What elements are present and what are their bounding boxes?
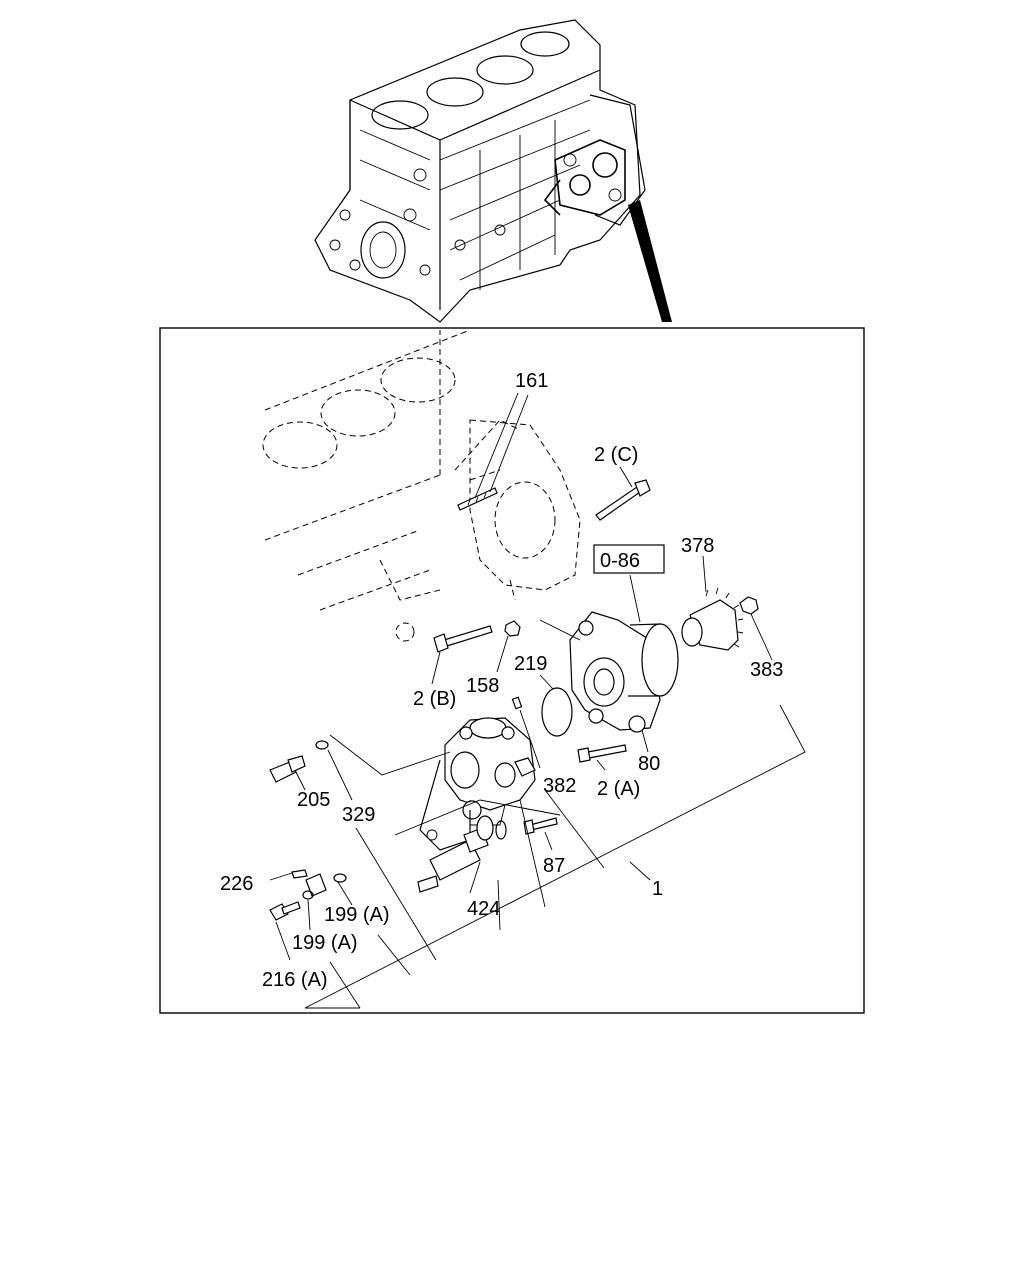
key-382 (511, 696, 523, 710)
label-205: 205 (297, 789, 330, 811)
engine-block-overview (314, 19, 672, 323)
label-2a: 2 (A) (597, 778, 640, 800)
label-87: 87 (543, 855, 565, 877)
label-378: 378 (681, 535, 714, 557)
label-424: 424 (467, 898, 500, 920)
bolt-2a (577, 744, 627, 763)
label-382: 382 (543, 775, 576, 797)
label-199a-upper: 199 (A) (324, 904, 390, 926)
pump-flange (569, 611, 679, 733)
injection-pump-body (419, 717, 536, 851)
oring-219 (541, 687, 573, 737)
sensor-205 (269, 755, 306, 783)
gear-378 (681, 587, 744, 651)
label-216a: 216 (A) (262, 969, 328, 991)
fittings-226-199-216 (269, 869, 347, 921)
label-1: 1 (652, 878, 663, 900)
stud-161 (457, 487, 498, 511)
label-80: 80 (638, 753, 660, 775)
label-199a-lower: 199 (A) (292, 932, 358, 954)
label-161: 161 (515, 370, 548, 392)
callout-labels: 161 2 (C) 0-86 378 219 158 2 (B) 383 80 … (220, 370, 783, 991)
label-329: 329 (342, 804, 375, 826)
label-158: 158 (466, 675, 499, 697)
label-226: 226 (220, 873, 253, 895)
label-0-86: 0-86 (600, 550, 640, 572)
engine-block-detail (262, 329, 581, 642)
bolt-2b (433, 625, 493, 653)
bolt-2c (595, 479, 651, 521)
oring-329 (315, 740, 329, 750)
leader-lines (269, 392, 806, 1009)
ref-box-0-86 (593, 544, 665, 574)
detail-frame (159, 327, 865, 1014)
valve-424 (417, 815, 507, 893)
nut-158 (504, 620, 521, 637)
label-2b: 2 (B) (413, 688, 456, 710)
label-2c: 2 (C) (594, 444, 638, 466)
label-219: 219 (514, 653, 547, 675)
bolt-87 (523, 817, 558, 835)
nut-383 (739, 596, 759, 615)
label-383: 383 (750, 659, 783, 681)
